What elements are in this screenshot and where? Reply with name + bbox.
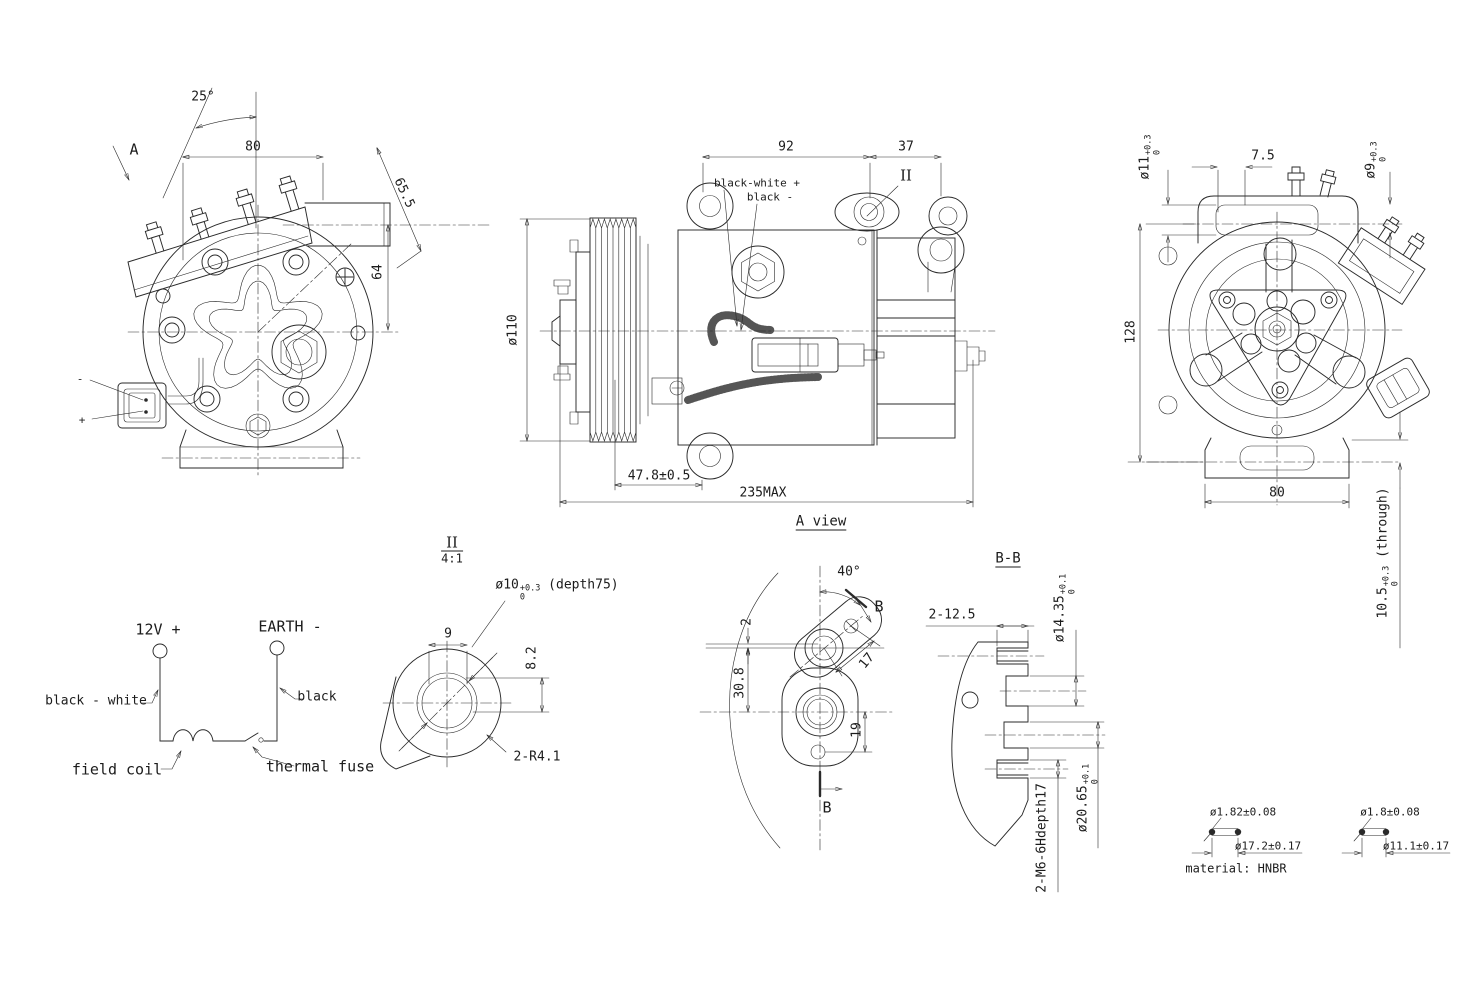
section-depth-dim: 2-12.5: [928, 607, 976, 623]
wire2-label: black: [297, 689, 337, 705]
rear-width-dim: 80: [1269, 485, 1285, 501]
connector-plus-label: +: [78, 413, 86, 427]
seal1-cs-dim: ø1.82±0.08: [1209, 805, 1277, 819]
view-a-arrow-label: A: [129, 140, 139, 159]
detail-ref-mark: II: [900, 166, 912, 185]
front-view-drawing: [89, 87, 493, 479]
supply-terminal-label: 12V +: [135, 620, 181, 639]
rear-view-drawing: [1127, 167, 1430, 649]
section-thread-note: 2-M6-6Hdepth17: [1034, 783, 1050, 893]
front-height-dim: 64: [370, 264, 386, 280]
port-lower-dim: 19: [849, 722, 865, 738]
port-view-drawing: [699, 565, 895, 853]
side-dim-92: 92: [778, 139, 794, 155]
detail-width-dim: 9: [444, 626, 452, 642]
thermal-fuse-label: thermal fuse: [265, 757, 375, 776]
detail-II-drawing: [380, 600, 550, 770]
pulley-diameter-dim: ø110: [505, 314, 521, 346]
section-b-bottom-label: B: [822, 798, 832, 817]
front-angle-dim: 25°: [191, 89, 215, 105]
port-angle-dim: 40°: [837, 564, 861, 580]
clutch-length-dim: 47.8±0.5: [627, 468, 691, 484]
wire-positive-label: black-white +: [713, 176, 801, 190]
view-a-title: A view: [795, 513, 847, 530]
seal1-od-dim: ø17.2±0.17: [1234, 839, 1302, 853]
rear-height-dim: 128: [1123, 320, 1139, 344]
port-height-dim: 30.8: [732, 667, 748, 699]
seal2-od-dim: ø11.1±0.17: [1382, 839, 1450, 853]
side-dim-37: 37: [898, 139, 914, 155]
port-offset-dim: 2: [739, 618, 755, 626]
detail-radius-dim: 2-R4.1: [513, 749, 561, 765]
circuit-diagram: [141, 640, 304, 770]
connector-minus-label: -: [76, 372, 84, 386]
rear-offset-dim: 7.5: [1251, 148, 1275, 164]
side-view-drawing: [519, 157, 996, 508]
total-length-dim: 235MAX: [739, 485, 787, 501]
seal2-cs-dim: ø1.8±0.08: [1360, 805, 1420, 819]
seal-material-note: material: HNBR: [1185, 861, 1287, 876]
section-BB-drawing: [925, 626, 1106, 893]
earth-terminal-label: EARTH -: [258, 617, 322, 636]
wire-negative-label: black -: [746, 190, 794, 204]
front-width-dim: 80: [245, 139, 261, 155]
section-b-top-label: B: [874, 597, 884, 616]
oring-right-drawing: [1341, 817, 1451, 858]
section-title: B-B: [995, 550, 1021, 567]
wire1-label: black - white: [45, 693, 147, 709]
detail-height-dim: 8.2: [524, 646, 540, 670]
field-coil-label: field coil: [71, 760, 163, 779]
oring-left-drawing: [1191, 817, 1303, 858]
